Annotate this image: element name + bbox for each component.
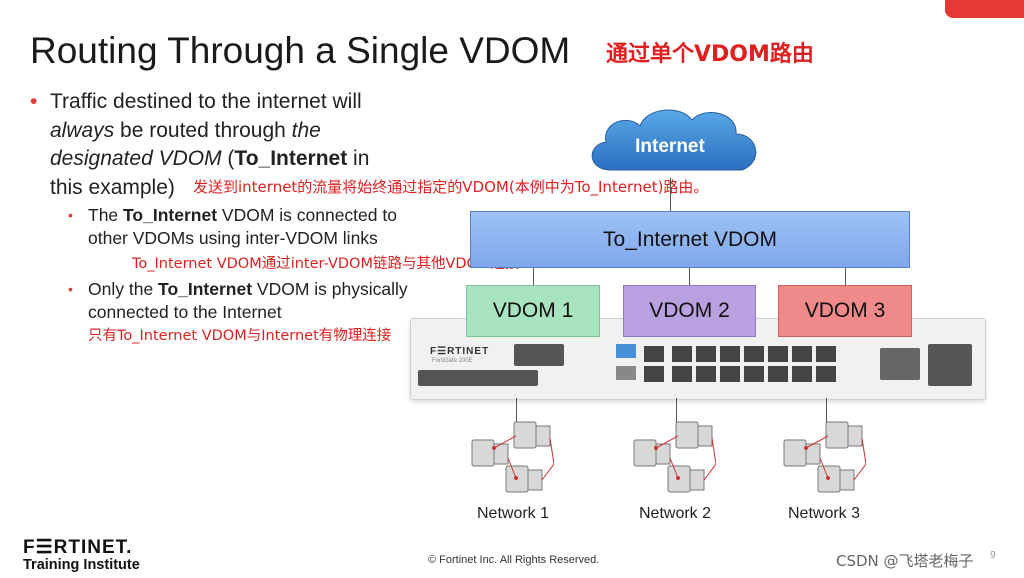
appliance-brand: F☰RTINET bbox=[430, 346, 490, 357]
bullet-1-line1: Traffic destined to the internet will bbox=[50, 90, 362, 113]
training-institute-label: Training Institute bbox=[23, 557, 140, 573]
connector-line bbox=[845, 268, 846, 285]
vdom-3-box: VDOM 3 bbox=[778, 285, 912, 337]
appliance-model: FortiGate 200E bbox=[432, 358, 473, 364]
page-number: 9 bbox=[990, 550, 996, 561]
corner-accent-tab bbox=[945, 0, 1024, 18]
sub-bullet-2: • Only the To_Internet VDOM is physicall… bbox=[68, 278, 413, 324]
bullet-1-routed: be routed through bbox=[114, 118, 292, 142]
network-3-label: Network 3 bbox=[788, 505, 861, 522]
sub-bullet-dot: • bbox=[68, 281, 73, 297]
network-2-label: Network 2 bbox=[639, 505, 712, 522]
connector-line bbox=[670, 178, 671, 211]
bullet-1: • Traffic destined to the internet will … bbox=[30, 88, 430, 202]
sub-bullet-1-bold: To_Internet bbox=[123, 205, 218, 225]
sub-bullet-1-pre: The bbox=[88, 205, 124, 225]
connector-line bbox=[533, 268, 534, 285]
copyright-notice: © Fortinet Inc. All Rights Reserved. bbox=[428, 554, 600, 566]
vdom-1-box: VDOM 1 bbox=[466, 285, 600, 337]
slide-title: Routing Through a Single VDOM bbox=[30, 30, 571, 71]
internet-label: Internet bbox=[635, 136, 705, 157]
internet-cloud-icon bbox=[591, 109, 757, 171]
bullet-1-in: in bbox=[347, 147, 370, 170]
appliance-ports-icon bbox=[418, 344, 972, 386]
fortinet-logo: F☰RTINET. bbox=[23, 537, 133, 558]
network-2-computers-icon bbox=[633, 421, 716, 493]
bullet-dot: • bbox=[30, 90, 38, 113]
connector-line bbox=[676, 398, 677, 428]
bullet-1-paren: ( bbox=[221, 147, 235, 170]
csdn-watermark: CSDN @飞塔老梅子 bbox=[836, 552, 974, 570]
to-internet-vdom-box: To_Internet VDOM bbox=[470, 211, 910, 268]
connector-line bbox=[826, 398, 827, 428]
bullet-1-the: the bbox=[291, 118, 321, 142]
bullet-1-designated: designated VDOM bbox=[50, 147, 222, 170]
connector-line bbox=[516, 398, 517, 428]
connector-line bbox=[689, 268, 690, 285]
sub-bullet-2-pre: Only the bbox=[88, 279, 159, 299]
network-1-computers-icon bbox=[471, 421, 554, 493]
sub-bullet-dot: • bbox=[68, 207, 73, 223]
network-1-label: Network 1 bbox=[477, 505, 550, 522]
sub-bullet-2-rest: VDOM is physically connected to the Inte… bbox=[88, 279, 408, 322]
bullet-1-translation: 发送到internet的流量将始终通过指定的VDOM(本例中为To_Intern… bbox=[193, 178, 709, 196]
sub-bullet-1-rest: VDOM is connected to other VDOMs using i… bbox=[88, 205, 397, 248]
sub-bullet-1-translation: To_Internet VDOM通过inter-VDOM链路与其他VDOM连接 bbox=[132, 256, 520, 272]
sub-bullet-1: • The To_Internet VDOM is connected to o… bbox=[68, 204, 413, 250]
bullet-1-always: always bbox=[50, 118, 115, 142]
bullet-1-line4: this example) bbox=[50, 175, 175, 199]
network-3-computers-icon bbox=[783, 421, 866, 493]
sub-bullet-2-bold: To_Internet bbox=[158, 279, 253, 299]
sub-bullet-2-translation: 只有To_Internet VDOM与Internet有物理连接 bbox=[88, 328, 392, 344]
vdom-2-box: VDOM 2 bbox=[623, 285, 756, 337]
bullet-1-to-internet: To_Internet bbox=[234, 147, 348, 170]
slide-title-translation: 通过单个VDOM路由 bbox=[606, 42, 814, 67]
